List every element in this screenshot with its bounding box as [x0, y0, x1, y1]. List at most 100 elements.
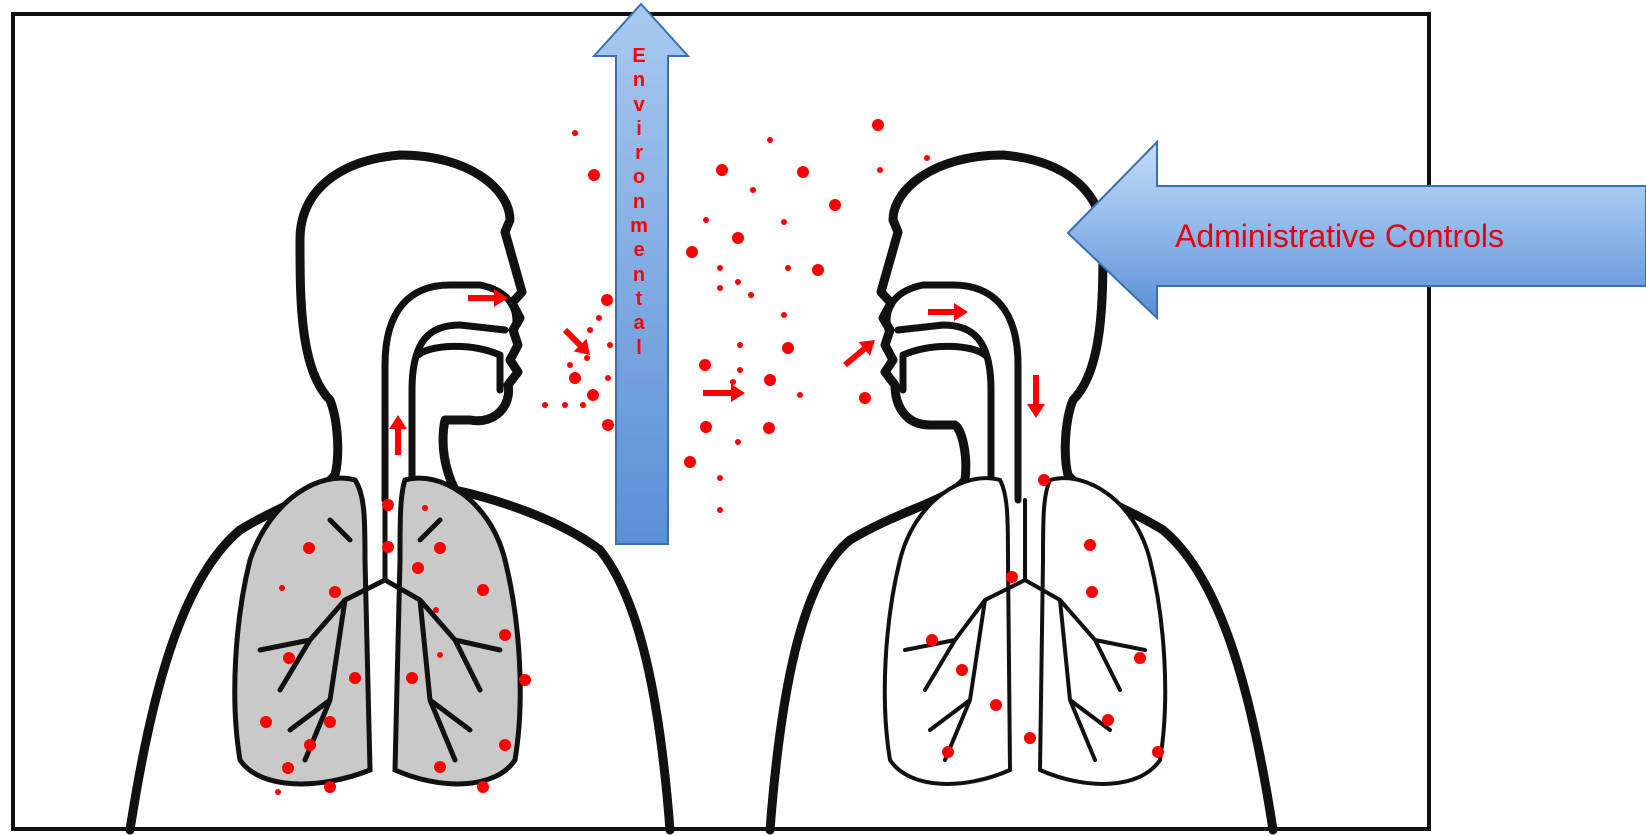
particle [542, 402, 548, 408]
environmental-letter: l [636, 336, 642, 360]
particle [260, 716, 272, 728]
particle [829, 199, 841, 211]
particle [735, 439, 741, 445]
particle [703, 217, 709, 223]
particle [1006, 571, 1018, 583]
particle [737, 342, 743, 348]
environmental-label: Environmental [618, 44, 660, 360]
particle [572, 130, 578, 136]
particle [499, 739, 511, 751]
particle [699, 359, 711, 371]
particle [607, 342, 613, 348]
particle [872, 119, 884, 131]
particle [750, 187, 756, 193]
particle [1102, 714, 1114, 726]
particle [737, 367, 743, 373]
particle [942, 746, 954, 758]
particle [282, 762, 294, 774]
particle [588, 169, 600, 181]
particle [304, 739, 316, 751]
environmental-letter: v [633, 93, 644, 117]
environmental-letter: n [633, 263, 645, 287]
particle [781, 312, 787, 318]
particle [1134, 652, 1146, 664]
particle [437, 652, 443, 658]
particle [859, 392, 871, 404]
particle [434, 542, 446, 554]
particle [382, 541, 394, 553]
particle [605, 375, 611, 381]
particle [562, 402, 568, 408]
particle [1038, 474, 1050, 486]
particle [433, 607, 439, 613]
particle [785, 265, 791, 271]
particle [716, 164, 728, 176]
particle [477, 781, 489, 793]
particle [717, 265, 723, 271]
particle [324, 716, 336, 728]
particle [735, 279, 741, 285]
particle [717, 507, 723, 513]
environmental-letter: n [633, 190, 645, 214]
particle [781, 219, 787, 225]
particle [283, 652, 295, 664]
environmental-letter: r [635, 141, 643, 165]
particle [279, 585, 285, 591]
particle [602, 419, 614, 431]
particle [584, 355, 590, 361]
particle [717, 285, 723, 291]
particle [797, 392, 803, 398]
particle [764, 374, 776, 386]
particle [349, 672, 361, 684]
particle [329, 586, 341, 598]
particle [580, 402, 586, 408]
particle [763, 422, 775, 434]
particle [926, 634, 938, 646]
particle [412, 562, 424, 574]
particle [717, 475, 723, 481]
particle [924, 155, 930, 161]
particle [477, 584, 489, 596]
particle [587, 389, 599, 401]
environmental-letter: m [630, 214, 648, 238]
particle [700, 421, 712, 433]
environmental-letter: e [633, 238, 644, 262]
particle [1024, 732, 1036, 744]
particle [782, 342, 794, 354]
particle [767, 137, 773, 143]
particle [732, 232, 744, 244]
particle [519, 674, 531, 686]
particle [567, 362, 573, 368]
particle [499, 629, 511, 641]
particle [587, 327, 593, 333]
particle [422, 505, 428, 511]
particle [730, 379, 736, 385]
environmental-letter: t [636, 287, 643, 311]
particle [797, 166, 809, 178]
environmental-letter: o [633, 165, 645, 189]
particle [596, 315, 602, 321]
environmental-letter: n [633, 68, 645, 92]
environmental-letter: i [636, 117, 642, 141]
particle [812, 264, 824, 276]
particle [1084, 539, 1096, 551]
particle [1086, 586, 1098, 598]
particle [324, 781, 336, 793]
particle [877, 167, 883, 173]
particle [382, 499, 394, 511]
particle [569, 372, 581, 384]
picture-border [13, 14, 1429, 829]
particle [434, 761, 446, 773]
particle [684, 456, 696, 468]
particle [303, 542, 315, 554]
particle [1152, 746, 1164, 758]
particle [956, 664, 968, 676]
particle [748, 292, 754, 298]
particle [686, 246, 698, 258]
particle [990, 699, 1002, 711]
particle [406, 672, 418, 684]
particle [601, 294, 613, 306]
administrative-controls-label: Administrative Controls [1175, 216, 1504, 256]
environmental-letter: E [632, 44, 645, 68]
